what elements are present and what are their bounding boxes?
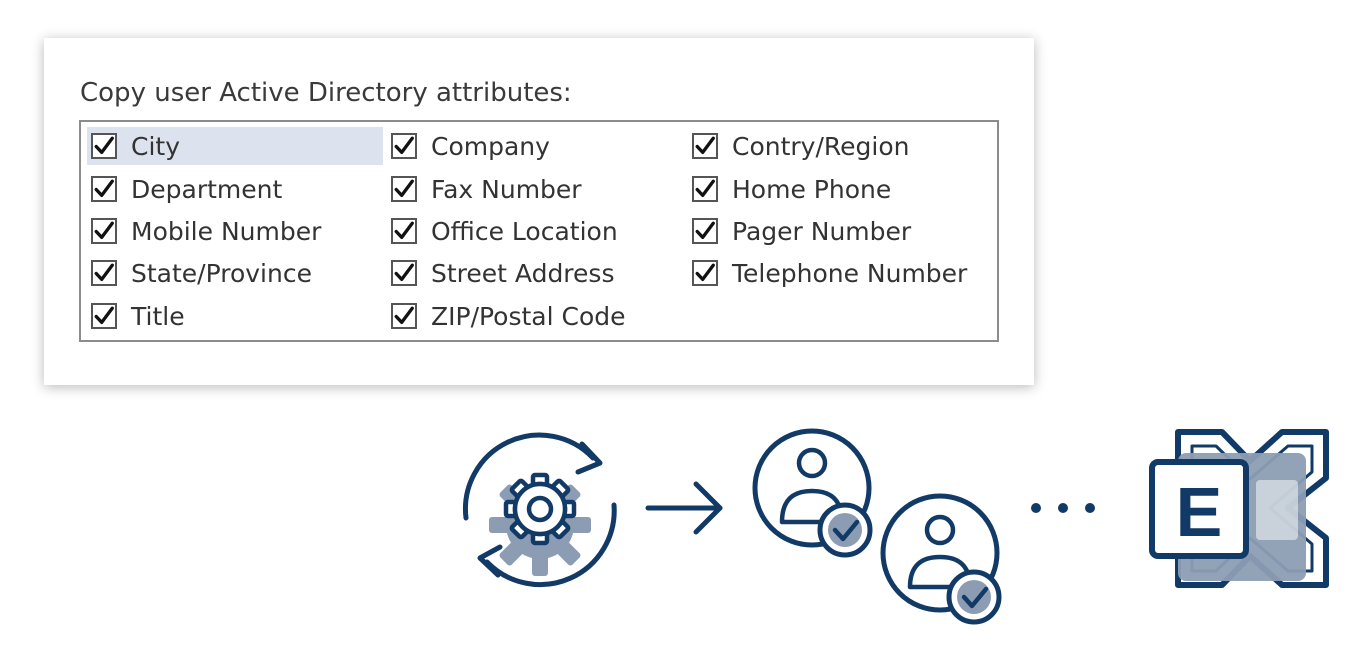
checkbox-label: Pager Number [732,216,912,246]
checkbox-home-phone[interactable]: Home Phone [688,170,891,208]
checkbox-icon[interactable] [692,260,718,286]
checkbox-pager-number[interactable]: Pager Number [688,212,911,250]
checkbox-icon[interactable] [692,133,718,159]
checkbox-icon[interactable] [692,218,718,244]
checkbox-icon[interactable] [391,176,417,202]
checkbox-label: Telephone Number [732,258,968,288]
user-check-icon [880,493,1002,625]
dialog-title: Copy user Active Directory attributes: [80,78,572,108]
checkbox-icon[interactable] [91,303,117,329]
checkbox-icon[interactable] [391,260,417,286]
checkbox-icon[interactable] [391,133,417,159]
checkbox-label: Title [131,301,185,331]
checkbox-icon[interactable] [391,218,417,244]
checkbox-label: State/Province [131,258,312,288]
attributes-dialog: Copy user Active Directory attributes: C… [44,38,1034,385]
exchange-logo: E [1149,429,1329,588]
checkbox-icon[interactable] [391,303,417,329]
checkbox-street-address[interactable]: Street Address [387,254,614,292]
checkbox-label: Home Phone [732,174,892,204]
checkbox-mobile-number[interactable]: Mobile Number [87,212,321,250]
checkbox-contry-region[interactable]: Contry/Region [688,127,909,165]
checkbox-department[interactable]: Department [87,170,282,208]
checkbox-icon[interactable] [91,176,117,202]
checkbox-icon[interactable] [91,133,117,159]
arrow-right-icon [645,481,723,535]
checkbox-company[interactable]: Company [387,127,550,165]
attributes-checklist[interactable]: City Company Contry/Region Department Fa… [79,120,999,342]
checkbox-telephone-number[interactable]: Telephone Number [688,254,967,292]
sync-gear-icon [462,432,617,587]
checkbox-label: Office Location [431,216,618,246]
checkbox-label: Department [131,174,283,204]
checkbox-label: Contry/Region [732,131,910,161]
checkbox-label: City [131,131,180,161]
checkbox-fax-number[interactable]: Fax Number [387,170,582,208]
ellipsis-icon [1031,503,1095,513]
checkbox-title[interactable]: Title [87,297,185,335]
checkbox-label: ZIP/Postal Code [431,301,626,331]
checkbox-icon[interactable] [692,176,718,202]
checkbox-city[interactable]: City [87,127,383,165]
checkbox-state-province[interactable]: State/Province [87,254,312,292]
checkbox-office-location[interactable]: Office Location [387,212,618,250]
checkbox-icon[interactable] [91,260,117,286]
user-check-icon [752,428,873,558]
checkbox-label: Street Address [431,258,615,288]
checkbox-icon[interactable] [91,218,117,244]
exchange-letter: E [1176,473,1223,551]
checkbox-label: Fax Number [431,174,582,204]
checkbox-label: Company [431,131,550,161]
checkbox-label: Mobile Number [131,216,322,246]
checkbox-zip-postal-code[interactable]: ZIP/Postal Code [387,297,626,335]
